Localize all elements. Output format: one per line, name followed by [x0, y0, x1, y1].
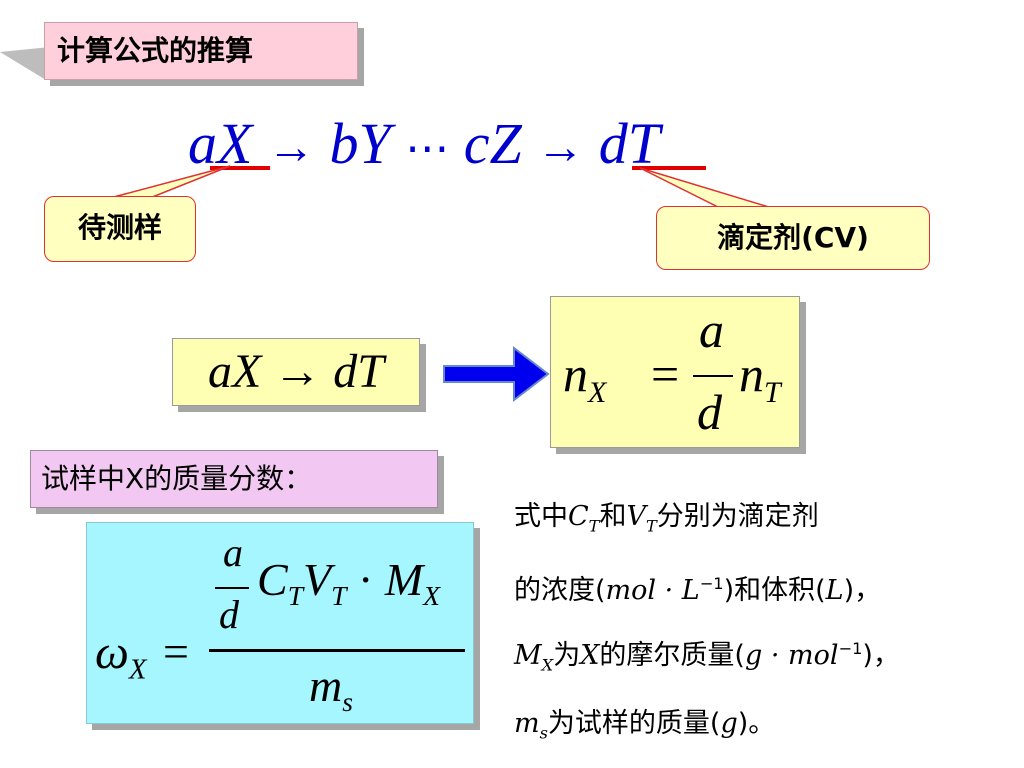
slide-title: 计算公式的推算 — [44, 22, 358, 80]
small-fraction-bar — [215, 587, 249, 589]
m-s: ms — [309, 660, 353, 718]
description-line-4: ms为试样的质量(g)。 — [514, 707, 776, 743]
mass-fraction-formula: ωX = a d CTVT · MX ms — [86, 522, 474, 724]
stoichiometry-box: aX → dT — [172, 338, 420, 406]
small-a: a — [223, 530, 243, 575]
omega-x: ωX — [95, 626, 147, 686]
variable-description: 式中CT和VT分别为滴定剂 的浓度(mol · L−1)和体积(L)， MX为X… — [514, 488, 1014, 762]
intermediate-cz: cZ — [463, 111, 522, 176]
fraction-denominator: d — [697, 384, 722, 440]
equals-sign: = — [163, 626, 189, 677]
fraction-bar — [693, 375, 733, 377]
ct-vt-mx: CTVT · MX — [257, 554, 441, 612]
main-fraction-bar — [209, 649, 465, 652]
small-d: d — [219, 592, 239, 637]
n-x: nX — [563, 346, 607, 409]
mass-fraction-label: 试样中X的质量分数： — [30, 450, 438, 508]
equals-sign: = — [651, 346, 680, 402]
reactant-ax: aX — [188, 111, 253, 176]
fraction-numerator: a — [699, 302, 724, 358]
description-line-2: 的浓度(mol · L−1)和体积(L)， — [514, 574, 882, 607]
reaction-equation: aX → bY ⋯ cZ → dT — [188, 110, 660, 177]
description-line-1: 式中CT和VT分别为滴定剂 — [514, 501, 819, 536]
callout-titrant: 滴定剂(CV) — [656, 206, 930, 270]
underline-ax — [210, 166, 270, 170]
product-dt: dT — [598, 111, 660, 176]
reaction-dots: ⋯ — [405, 124, 450, 173]
reaction-arrow: → — [266, 121, 315, 174]
n-t: nT — [739, 346, 781, 409]
reaction-arrow: → — [536, 121, 585, 174]
implies-arrow-icon — [443, 345, 550, 403]
intermediate-by: bY — [329, 111, 391, 176]
description-line-3: MX为X的摩尔质量(g · mol−1)， — [514, 639, 900, 675]
mole-relation-box: nX = a d nT — [550, 296, 800, 448]
callout-sample: 待测样 — [44, 196, 196, 262]
callout-pointers — [109, 165, 773, 209]
underline-dt — [632, 166, 706, 170]
